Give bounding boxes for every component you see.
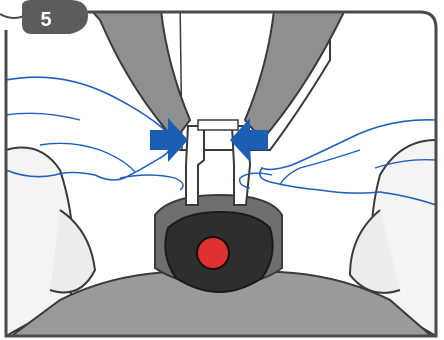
right-thumb [239, 172, 273, 189]
right-hand-finger [279, 149, 361, 186]
right-hand-crease [374, 158, 436, 169]
left-padding-contour [49, 209, 97, 294]
arrow-left-icon [230, 118, 268, 162]
red-release-button-icon[interactable] [196, 236, 230, 270]
arrow-right-icon [150, 118, 188, 162]
panel-border [4, 10, 438, 338]
right-padding-contour [348, 209, 401, 294]
right-hand [259, 119, 436, 206]
step-number: 5 [40, 9, 51, 31]
left-hand [6, 76, 173, 181]
seat-bottom [6, 271, 436, 336]
left-hand-crease [6, 112, 81, 121]
left-shoulder-strap [79, 12, 192, 142]
left-buckle-tongue[interactable] [185, 125, 205, 206]
left-thumb [119, 174, 184, 191]
chest-clip[interactable] [197, 119, 239, 131]
left-hand-finger [39, 142, 136, 173]
step-badge [22, 0, 88, 34]
